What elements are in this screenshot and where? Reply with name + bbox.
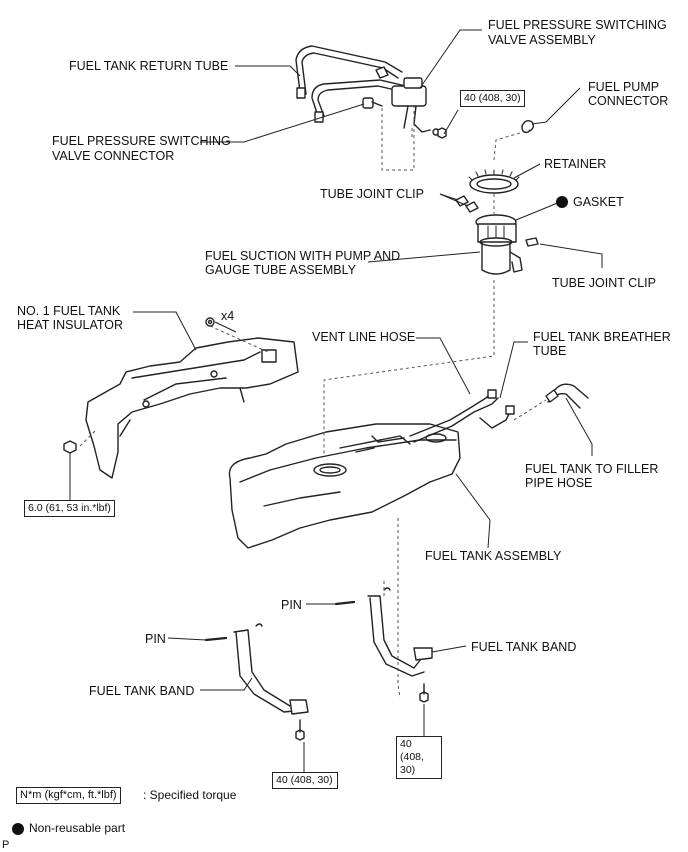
fuel-pressure-switching-valve-assembly — [375, 66, 440, 136]
breather-tube-label-line2: TUBE — [533, 344, 567, 358]
band-right-bolt-torque: 40 (408, 30) — [396, 736, 442, 779]
pin-label-right: PIN — [281, 598, 302, 612]
breather-tube-label-line1: FUEL TANK BREATHER — [533, 330, 671, 344]
fuel-pump-connector-label-line1: FUEL PUMP — [588, 80, 660, 94]
fuel-tank-band-right — [367, 587, 433, 677]
legend-torque-box: N*m (kgf*cm, ft.*lbf) — [16, 787, 121, 804]
fpsv-assembly-label-line1: FUEL PRESSURE SWITCHING — [488, 18, 667, 32]
gasket-label: GASKET — [573, 195, 624, 209]
heat-insulator-label-line1: NO. 1 FUEL TANK — [17, 304, 121, 318]
corner-mark: P — [2, 839, 10, 851]
fuel-tank-band-left — [233, 623, 309, 715]
filler-pipe-hose — [545, 383, 589, 409]
heat-insulator-label-line2: HEAT INSULATOR — [17, 318, 124, 332]
fpsv-connector — [362, 97, 383, 109]
quantity-x4-label: x4 — [221, 309, 235, 323]
return-tube-label: FUEL TANK RETURN TUBE — [69, 59, 229, 73]
fuel-tank-assembly-label: FUEL TANK ASSEMBLY — [425, 549, 562, 563]
legend-nonreusable-text: Non-reusable part — [29, 821, 126, 835]
suction-assembly-label-line2: GAUGE TUBE ASSEMBLY — [205, 263, 356, 277]
filler-hose-label-line1: FUEL TANK TO FILLER — [525, 462, 659, 476]
legend-torque-text: : Specified torque — [143, 788, 237, 802]
fuel-tank-assembly — [228, 423, 461, 549]
insulator-nut-torque: 6.0 (61, 53 in.*lbf) — [24, 500, 115, 517]
tube-joint-clip-label-upper: TUBE JOINT CLIP — [320, 187, 424, 201]
vent-line-hose-label: VENT LINE HOSE — [312, 330, 416, 344]
fuel-suction-assembly — [475, 214, 523, 275]
tube-joint-clip-label-lower: TUBE JOINT CLIP — [552, 276, 656, 290]
pin-label-left: PIN — [145, 632, 166, 646]
fuel-tank-band-left-label: FUEL TANK BAND — [89, 684, 195, 698]
retainer-label: RETAINER — [544, 157, 607, 171]
fuel-tank-band-right-label: FUEL TANK BAND — [471, 640, 577, 654]
fpsv-connector-label-line2: VALVE CONNECTOR — [52, 149, 175, 163]
band-bolts — [295, 683, 429, 741]
suction-assembly-label-line1: FUEL SUCTION WITH PUMP AND — [205, 249, 401, 263]
filler-hose-label-line2: PIPE HOSE — [525, 476, 593, 490]
fuel-pump-connector — [521, 119, 535, 134]
non-reusable-marker — [556, 196, 568, 208]
band-left-bolt-torque: 40 (408, 30) — [272, 772, 338, 789]
retainer — [468, 169, 520, 194]
valve-bolt-torque: 40 (408, 30) — [460, 90, 525, 107]
fuel-tank-return-tube — [295, 45, 407, 123]
legend-nonreusable-dot — [12, 823, 24, 835]
vent-and-breather-tubes — [371, 389, 515, 443]
fpsv-assembly-label-line2: VALVE ASSEMBLY — [488, 33, 596, 47]
heat-insulator — [85, 337, 299, 479]
fpsv-connector-label-line1: FUEL PRESSURE SWITCHING — [52, 134, 231, 148]
fuel-pump-connector-label-line2: CONNECTOR — [588, 94, 669, 108]
